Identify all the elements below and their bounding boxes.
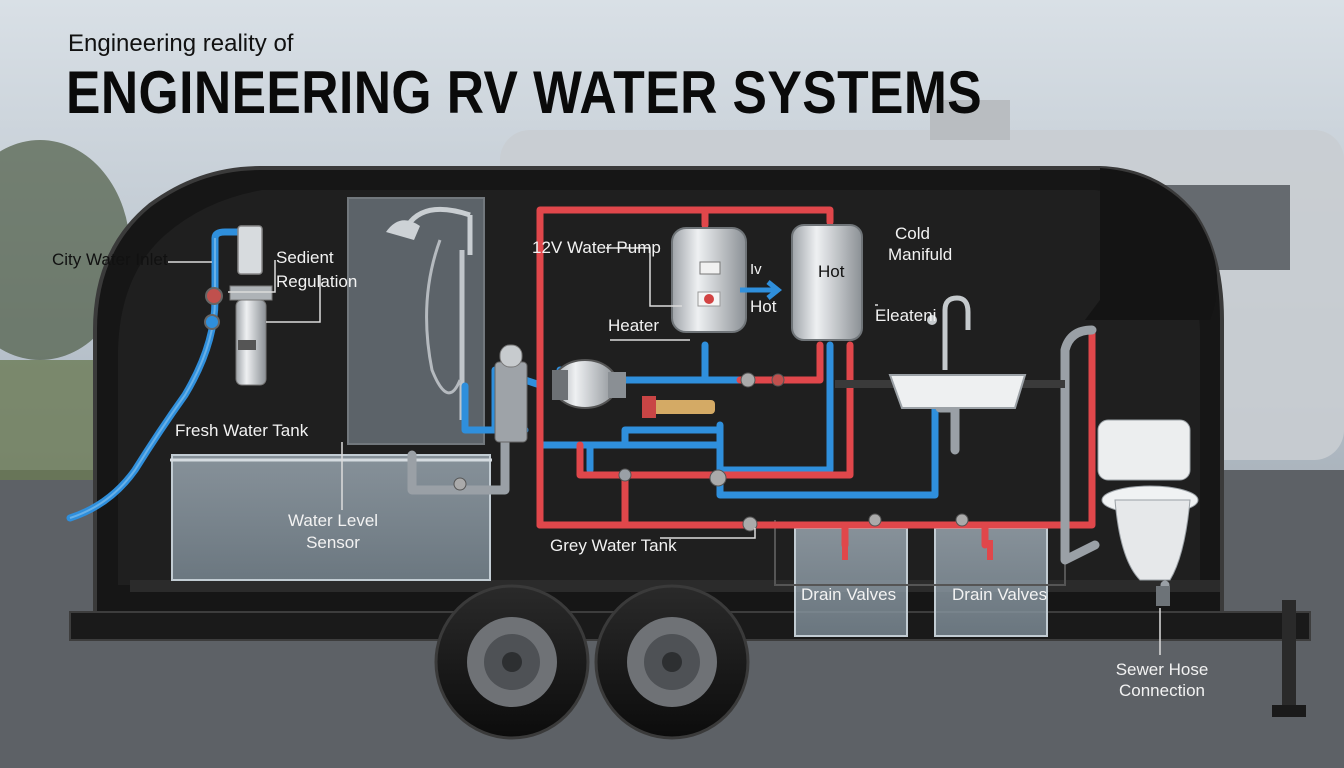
hot-tank bbox=[791, 224, 863, 341]
valve bbox=[740, 372, 756, 388]
cold-manifold-label-line1: Cold bbox=[895, 224, 930, 243]
water-level-label-line1: Water Level bbox=[288, 511, 379, 530]
valve bbox=[868, 513, 882, 527]
city-water-inlet-label: City Water Inlet bbox=[52, 250, 168, 269]
grey-water-tank-label: Grey Water Tank bbox=[550, 536, 677, 555]
shower-rose bbox=[386, 220, 420, 240]
sediment-label-line1: Sedient bbox=[276, 248, 334, 267]
faucet bbox=[942, 295, 971, 370]
fresh-water-tank bbox=[171, 454, 491, 581]
toilet bbox=[1097, 419, 1199, 606]
hot-arrow-label: Hot bbox=[750, 297, 777, 316]
diagram-title: ENGINEERING RV WATER SYSTEMS bbox=[66, 59, 983, 126]
water-level-label-line2: Sensor bbox=[306, 533, 360, 552]
iv-label: Iv bbox=[750, 261, 762, 278]
shower-head bbox=[405, 206, 473, 255]
heater-label: Heater bbox=[608, 316, 660, 335]
valve bbox=[955, 513, 969, 527]
drain-valves-label-1: Drain Valves bbox=[801, 585, 897, 604]
element-label: Eleateni bbox=[875, 306, 937, 325]
sewer-label-line2: Connection bbox=[1118, 681, 1205, 700]
sediment-filter bbox=[204, 225, 273, 386]
pump-assembly bbox=[494, 344, 715, 443]
sediment-label-line2: Regulation bbox=[276, 272, 358, 291]
valve bbox=[453, 477, 467, 491]
grey-tank-1 bbox=[794, 527, 908, 637]
valve bbox=[742, 516, 758, 532]
drain-valves-label-2: Drain Valves bbox=[952, 585, 1048, 604]
background-rv-vent bbox=[930, 100, 1010, 140]
water-heater-tank bbox=[671, 227, 747, 333]
fresh-water-tank-label: Fresh Water Tank bbox=[175, 421, 309, 440]
sewer-label-line1: Sewer Hose bbox=[1115, 660, 1209, 679]
leader-lines bbox=[168, 247, 1161, 655]
valve bbox=[618, 468, 632, 482]
shower-hose bbox=[425, 239, 462, 395]
city-hose bbox=[69, 238, 216, 519]
hot-flow-arrow bbox=[740, 280, 783, 300]
pump-label: 12V Water Pump bbox=[532, 238, 661, 257]
hot-tank-label: Hot bbox=[818, 262, 845, 281]
hitch-jack bbox=[1282, 600, 1296, 710]
valve bbox=[771, 373, 785, 387]
valve bbox=[709, 469, 727, 487]
front-cap bbox=[1085, 168, 1218, 320]
faucet-tip bbox=[927, 315, 937, 325]
sink bbox=[888, 374, 1027, 409]
hitch-foot bbox=[1272, 705, 1306, 717]
cold-manifold-label-line2: Manifuld bbox=[888, 245, 953, 264]
wheel-2 bbox=[594, 584, 750, 740]
diagram-subtitle: Engineering reality of bbox=[68, 30, 294, 57]
wheel-1 bbox=[434, 584, 590, 740]
